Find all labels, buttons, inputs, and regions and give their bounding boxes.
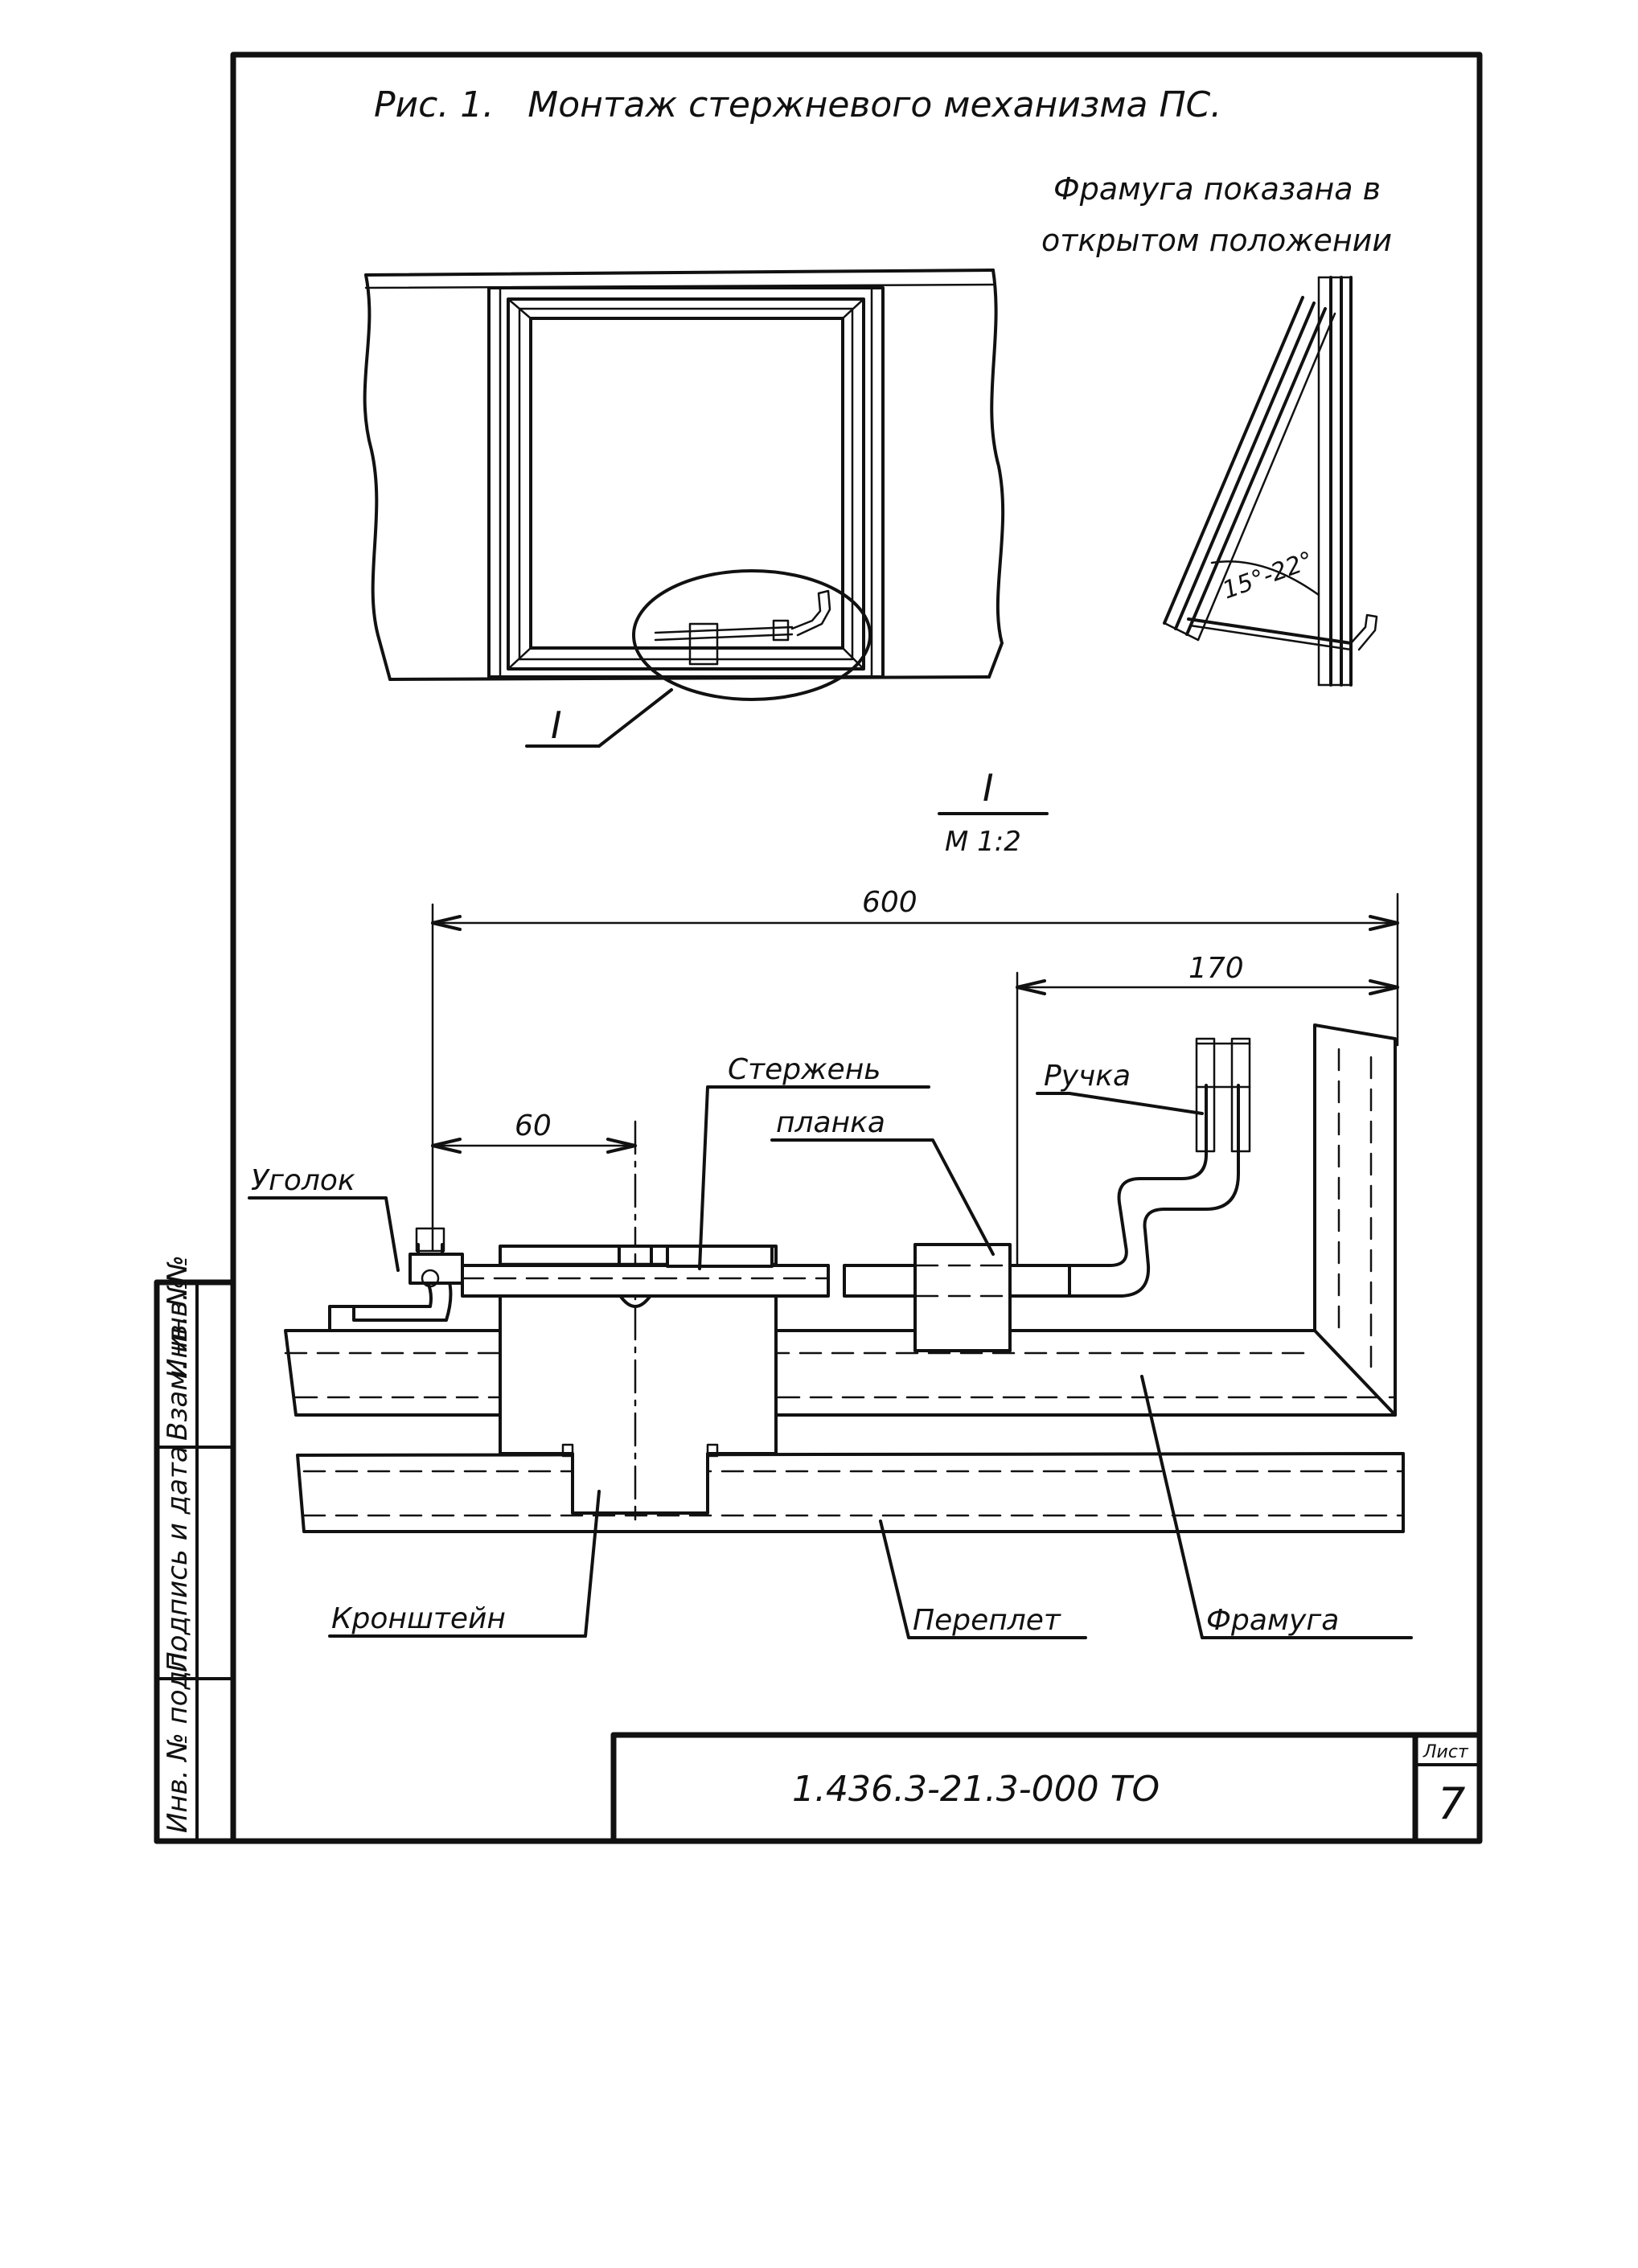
stamp-signature-date: Подпись и дата	[162, 1446, 194, 1672]
note-line-1: Фрамуга показана в	[1053, 171, 1381, 207]
label-handle: Ручка	[1044, 1060, 1131, 1093]
label-rod: Стержень	[728, 1053, 881, 1086]
transom-side-view	[1163, 276, 1378, 687]
label-binding: Переплет	[913, 1604, 1061, 1637]
dimension-170: 170	[1188, 952, 1244, 985]
window-elevation	[363, 269, 1005, 748]
callout-marker: I	[551, 703, 562, 747]
label-bracket: Кронштейн	[331, 1602, 506, 1635]
note-line-2: открытом положении	[1041, 223, 1392, 258]
figure-title: Рис. 1. Монтаж стержневого механизма ПС.	[374, 84, 1221, 125]
sheet-frame	[154, 51, 1483, 1844]
stamp-inv-dupl: Инв. №	[162, 1278, 194, 1379]
sheet-label: Лист	[1422, 1742, 1469, 1762]
sheet-number: 7	[1438, 1778, 1465, 1829]
stamp-inv-no-orig: Инв. № подл.	[162, 1644, 194, 1833]
dimension-600: 600	[862, 886, 918, 919]
detail-drawing	[248, 892, 1413, 1639]
stamp-replaced-inv: Взам. инв. №	[162, 1255, 194, 1441]
label-angle: Уголок	[251, 1164, 355, 1197]
side-stamp: Инв. № подл. Подпись и дата Взам. инв. №…	[162, 1255, 194, 1833]
dimension-60: 60	[515, 1109, 552, 1142]
title-block	[610, 1732, 1483, 1844]
detail-marker: I	[983, 766, 994, 810]
document-designation: 1.436.3-21.3-000 ТО	[792, 1769, 1160, 1810]
label-plate: планка	[776, 1106, 885, 1139]
label-transom: Фрамуга	[1206, 1604, 1339, 1637]
detail-scale: М 1:2	[945, 826, 1021, 858]
